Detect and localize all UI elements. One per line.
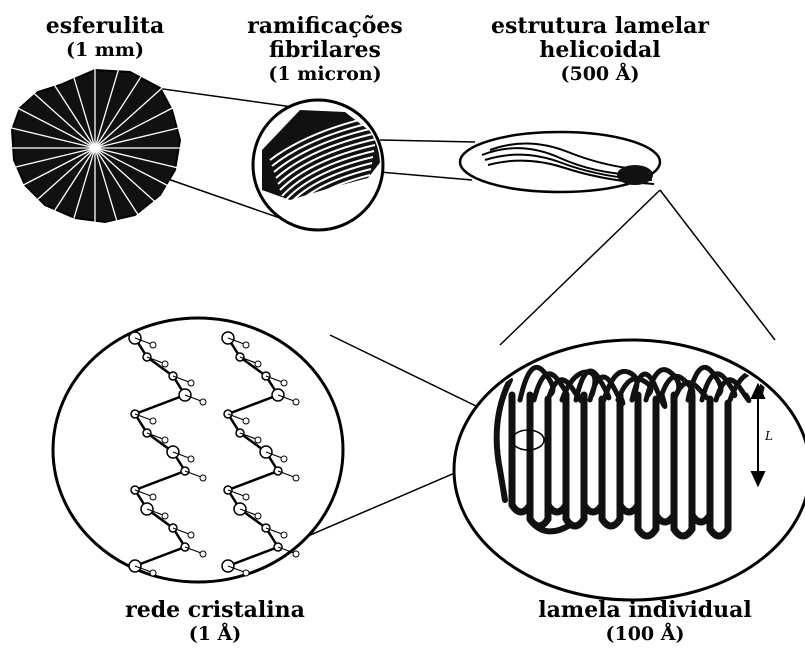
spherulite-disk xyxy=(0,63,190,233)
individual-lamella-circle: L xyxy=(454,340,805,600)
crystal-lattice-circle xyxy=(53,318,343,582)
thickness-symbol: L xyxy=(764,429,773,443)
helical-lamellar-ellipse xyxy=(460,132,660,192)
fibrillar-branches-circle xyxy=(253,100,383,238)
